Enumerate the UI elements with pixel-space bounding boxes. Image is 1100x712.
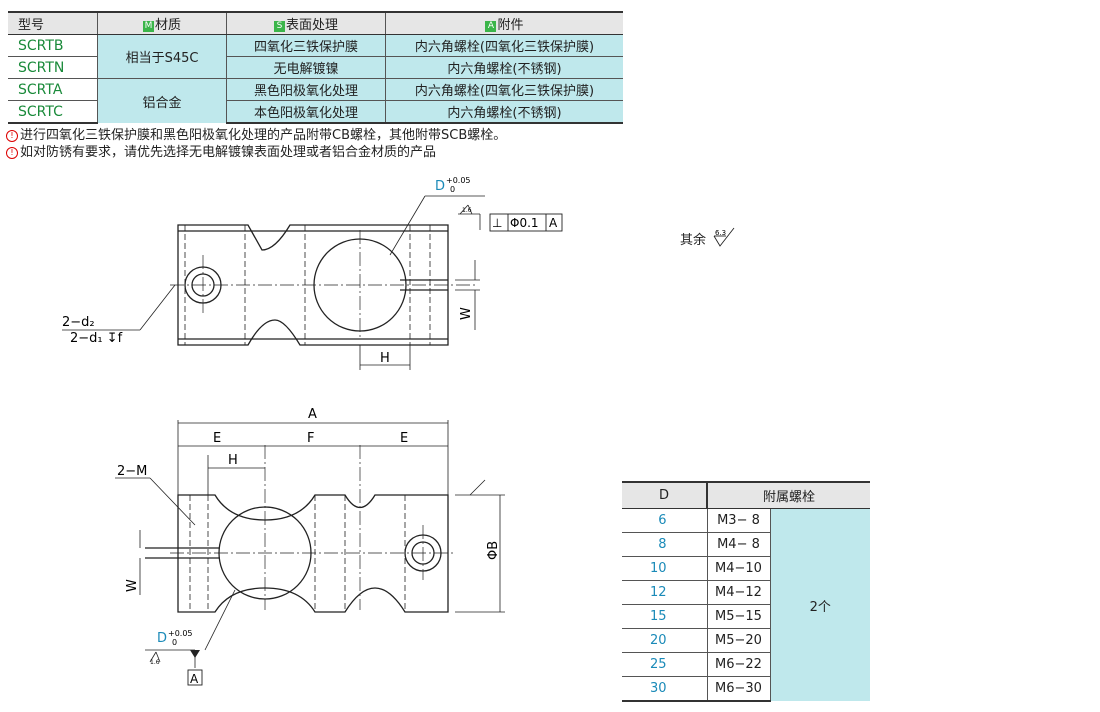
accessory-tag: A [485, 21, 497, 32]
model-code: SCRTN [8, 56, 98, 79]
phi-b-label: ΦB [486, 541, 501, 560]
d-label-top: D [435, 179, 445, 194]
table-row: SCRTA 铝合金 黑色阳极氧化处理 内六角螺栓(四氧化三铁保护膜) [8, 78, 623, 123]
model-code: SCRTA [8, 78, 98, 101]
geo-tol-datum: A [549, 216, 558, 230]
header-d: D [622, 481, 708, 509]
technical-drawing: ⊥ Φ0.1 A D +0.05 0 1.6 2−d₂ 2−d₁ ↧f H W [62, 176, 563, 686]
datum-box [187, 669, 203, 686]
surface-cell: 无电解镀镍 [226, 56, 386, 79]
tol-upper-front: +0.05 [168, 629, 193, 638]
w-label-front: W [125, 579, 140, 592]
accessory-cell: 内六角螺栓(四氧化三铁保护膜) [385, 78, 623, 101]
table-row: SCRTC 本色阳极氧化处理 内六角螺栓(不锈钢) [8, 100, 623, 124]
tol-lower-front: 0 [172, 638, 177, 647]
material-tag: M [142, 21, 154, 32]
front-view-outline [177, 494, 449, 613]
datum-label: A [190, 672, 199, 686]
e-label-right: E [400, 431, 408, 446]
header-model: 型号 [8, 11, 98, 35]
table-row: SCRTB 相当于S45C 四氧化三铁保护膜 内六角螺栓(四氧化三铁保护膜) [8, 34, 623, 79]
surface-cell: 黑色阳极氧化处理 [226, 78, 386, 101]
roughness-icon: 6.3 [713, 227, 735, 247]
a-label: A [308, 407, 317, 422]
roughness-front: 1.6 [150, 659, 160, 666]
header-bolt: 附属螺栓 [707, 481, 870, 509]
model-code: SCRTB [8, 34, 98, 57]
model-code: SCRTC [8, 100, 98, 124]
f-label: F [307, 431, 314, 446]
hole-label-1: 2−d₂ [62, 315, 95, 330]
note-1: !进行四氧化三铁保护膜和黑色阳极氧化处理的产品附带CB螺栓，其他附带SCB螺栓。 [6, 127, 506, 144]
geo-tol-frame [489, 213, 563, 232]
note-2: !如对防锈有要求，请优先选择无电解镀镍表面处理或者铝合金材质的产品 [6, 144, 506, 161]
geo-tol-symbol: ⊥ [492, 216, 502, 230]
surface-cell: 四氧化三铁保护膜 [226, 34, 386, 57]
rest-roughness-note: 其余 6.3 [680, 226, 738, 248]
warning-icon: ! [6, 147, 18, 159]
tol-lower-top: 0 [450, 185, 455, 194]
h-label-top: H [380, 351, 390, 366]
surface-tag: S [273, 21, 285, 32]
h-label-front: H [228, 453, 238, 468]
tol-upper-top: +0.05 [446, 176, 471, 185]
m-label: 2−M [117, 464, 147, 479]
table-row: SCRTN 无电解镀镍 内六角螺栓(不锈钢) [8, 56, 623, 79]
notes: !进行四氧化三铁保护膜和黑色阳极氧化处理的产品附带CB螺栓，其他附带SCB螺栓。… [6, 127, 506, 161]
w-label-top: W [459, 307, 474, 320]
material-cell: 铝合金 [97, 78, 227, 123]
e-label-left: E [213, 431, 221, 446]
material-cell: 相当于S45C [97, 34, 227, 79]
accessory-cell: 内六角螺栓(不锈钢) [385, 56, 623, 79]
bolt-header-row: D 附属螺栓 [622, 481, 870, 509]
accessory-cell: 内六角螺栓(不锈钢) [385, 100, 623, 124]
d-label-front: D [157, 631, 167, 646]
roughness-top: 1.6 [462, 207, 472, 214]
geo-tol-value: Φ0.1 [510, 216, 539, 230]
warning-icon: ! [6, 130, 18, 142]
hole-label-2: 2−d₁ ↧f [70, 331, 123, 346]
svg-text:6.3: 6.3 [715, 229, 726, 237]
accessory-cell: 内六角螺栓(四氧化三铁保护膜) [385, 34, 623, 57]
count-cell: 2个 [770, 508, 870, 701]
surface-cell: 本色阳极氧化处理 [226, 100, 386, 124]
